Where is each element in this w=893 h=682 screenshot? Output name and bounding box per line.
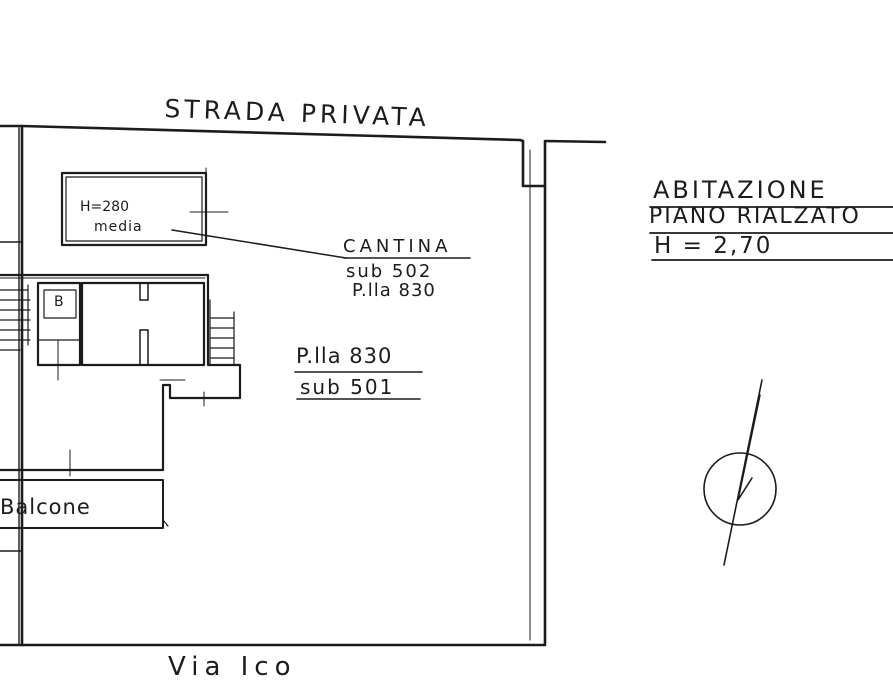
- unit-title: ABITAZIONE: [653, 176, 828, 204]
- cantina-leader: [171, 229, 347, 259]
- plot-label: P.lla 830: [296, 344, 393, 368]
- balcony-label: Balcone: [0, 495, 91, 519]
- cellar-title: CANTINA: [343, 236, 452, 257]
- cellar-plot: P.lla 830: [352, 280, 436, 301]
- floor-name: PIANO RIALZATO: [649, 204, 861, 229]
- plot-sub-label: sub 501: [300, 375, 395, 399]
- cellar-room: [60, 167, 229, 247]
- cellar-height-label: H=280: [80, 199, 129, 215]
- stair-mark-label: B: [54, 294, 64, 310]
- stairs: [0, 284, 235, 366]
- stair-mark-box: [43, 289, 77, 319]
- balcony: [0, 479, 169, 529]
- label-underlines: [294, 257, 471, 400]
- property-boundary: [0, 124, 607, 647]
- dwelling-walls: [0, 273, 242, 477]
- floor-height: H = 2,70: [654, 233, 773, 259]
- north-arrow-icon: [703, 379, 777, 566]
- title-underlines: [649, 206, 893, 261]
- cellar-sub: sub 502: [346, 261, 433, 282]
- street-bottom-label: Via Ico: [168, 652, 297, 682]
- cellar-height-note: media: [94, 219, 143, 235]
